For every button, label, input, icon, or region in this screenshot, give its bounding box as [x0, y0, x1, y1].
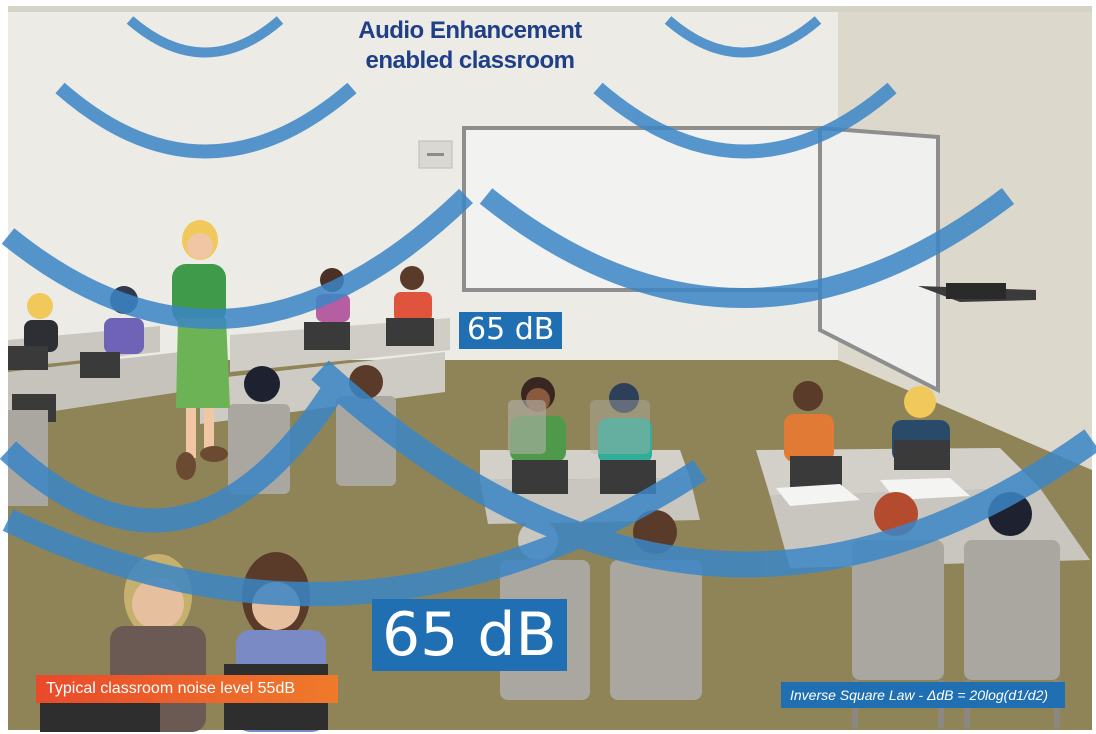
- inverse-square-law-badge: Inverse Square Law - ΔdB = 20log(d1/d2): [781, 682, 1065, 708]
- db-label-whiteboard: 65 dB: [459, 312, 563, 349]
- title-line-2: enabled classroom: [365, 47, 575, 74]
- noise-level-badge: Typical classroom noise level 55dB: [36, 675, 338, 703]
- title-line-1: Audio Enhancement: [358, 17, 582, 44]
- db-label-front: 65 dB: [372, 599, 567, 671]
- inverse-square-law-text: Inverse Square Law - ΔdB = 20log(d1/d2): [790, 687, 1049, 703]
- page-title: Audio Enhancement enabled classroom: [300, 16, 640, 76]
